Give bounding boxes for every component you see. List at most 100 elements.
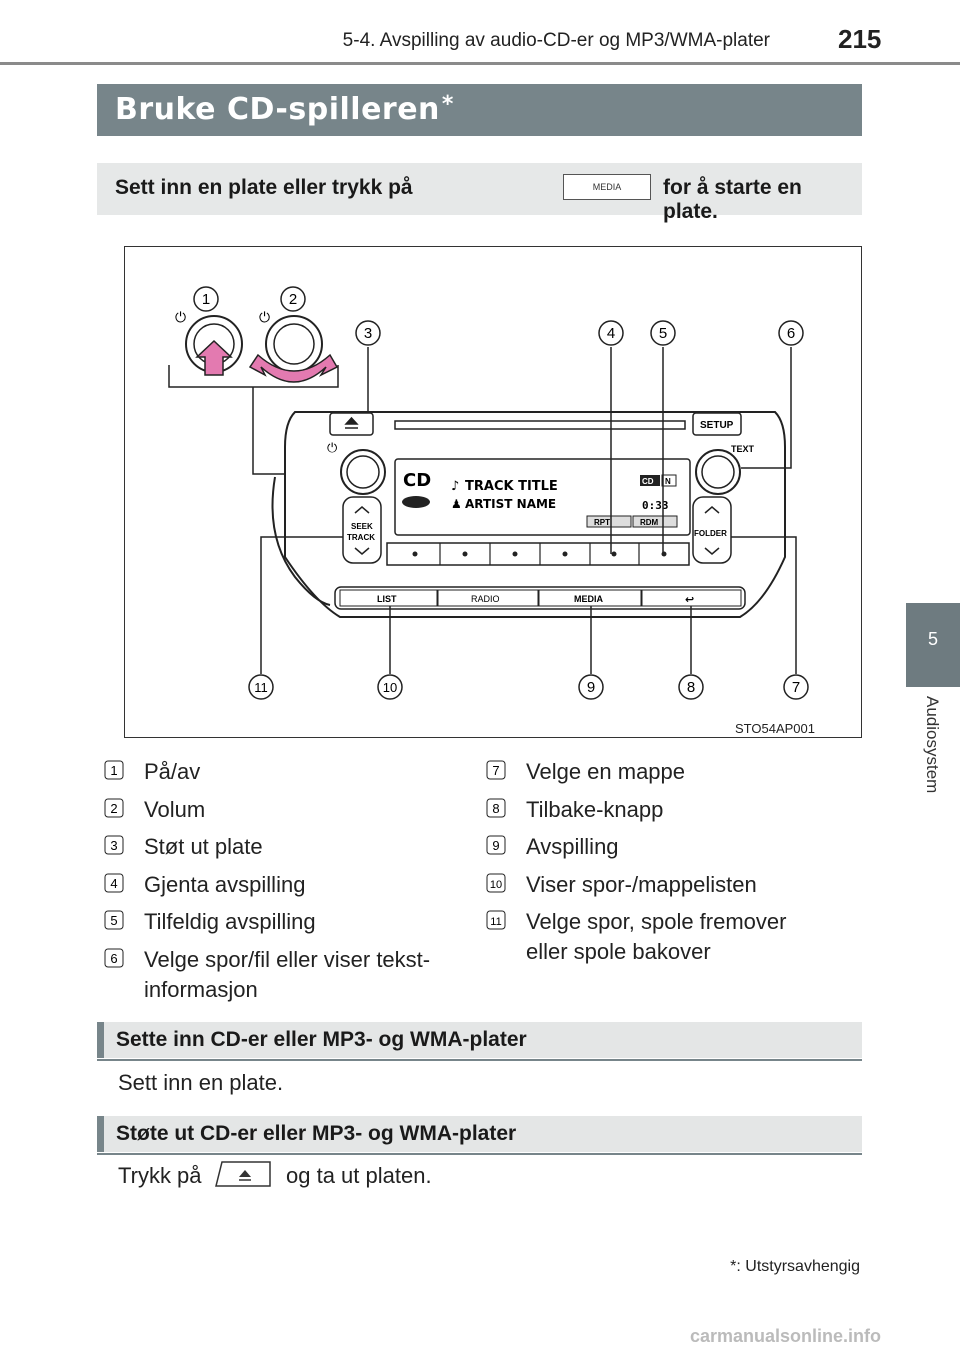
radio-button (437, 589, 539, 607)
display-rdm: RDM (640, 518, 659, 527)
legend-text: Tilfeldig avspilling (144, 909, 316, 934)
legend-text-line2: informasjon (144, 977, 258, 1002)
callout-1: 1 (202, 291, 210, 308)
legend-text: Tilbake-knapp (526, 797, 664, 822)
display-time: 0:33 (642, 499, 669, 512)
list-button (339, 589, 438, 607)
title-bar: Bruke CD-spilleren* (97, 84, 862, 136)
header-rule (0, 62, 960, 65)
section-body-insert: Sett inn en plate. (118, 1070, 284, 1095)
svg-text:⏻: ⏻ (327, 441, 337, 456)
svg-text:7: 7 (492, 763, 499, 778)
legend-number-10-icon: 10 (486, 873, 506, 893)
svg-text:6: 6 (110, 951, 117, 966)
callout-9: 9 (587, 679, 595, 696)
svg-text:4: 4 (110, 876, 117, 891)
instruction-text-after: for å starte en plate. (663, 176, 802, 223)
legend-number-11-icon: 11 (486, 910, 506, 930)
legend-text-line1: Velge spor/fil eller viser tekst- (144, 947, 431, 972)
seek-track-button (342, 496, 382, 564)
legend-number-2-icon: 2 (104, 798, 124, 818)
volume-knob-detail: ⏻ (248, 310, 339, 383)
callout-10: 10 (383, 680, 397, 695)
header-section-title: 5-4. Avspilling av audio-CD-er og MP3/WM… (342, 30, 770, 51)
display-rpt: RPT (594, 518, 610, 527)
svg-text:2: 2 (110, 801, 117, 816)
legend-text: Viser spor-/mappelisten (526, 872, 757, 897)
folder-label: FOLDER (694, 529, 727, 538)
svg-text:8: 8 (492, 801, 499, 816)
cd-slot (394, 420, 686, 430)
display-track-title: TRACK TITLE (465, 479, 558, 494)
svg-text:♪: ♪ (451, 479, 459, 494)
radio-illustration: ⏻ ⏻ SETUP ⏻ TEXT CD ♪ TRACK TITLE (168, 286, 809, 700)
page-number: 215 (838, 24, 882, 54)
svg-text:⏻: ⏻ (259, 310, 270, 326)
callout-11: 11 (254, 680, 268, 695)
callout-6: 6 (787, 325, 795, 342)
setup-button (692, 412, 742, 436)
legend-number-8-icon: 8 (486, 798, 506, 818)
callout-8: 8 (687, 679, 695, 696)
track-label: TRACK (347, 533, 375, 542)
legend-text: Volum (144, 797, 206, 822)
svg-text:1: 1 (110, 763, 117, 778)
media-label: MEDIA (574, 594, 604, 604)
legend-number-1-icon: 1 (104, 760, 124, 780)
svg-text:3: 3 (110, 838, 117, 853)
section-heading-text: Støte ut CD-er eller MP3- og WMA-plater (116, 1122, 517, 1145)
callout-5: 5 (659, 325, 667, 342)
legend-number-5-icon: 5 (104, 910, 124, 930)
chapter-tab-label: Audiosystem (902, 696, 960, 826)
back-arrow-icon: ↩ (685, 593, 694, 606)
legend-text: Velge en mappe (526, 759, 686, 784)
section-body-eject-after: og ta ut platen. (286, 1163, 432, 1188)
svg-text:5: 5 (110, 913, 117, 928)
legend-number-3-icon: 3 (104, 835, 124, 855)
equipment-dependent-mark: * (441, 92, 454, 117)
legend-number-4-icon: 4 (104, 873, 124, 893)
legend-number-6-icon: 6 (104, 948, 124, 968)
svg-text:9: 9 (492, 838, 499, 853)
legend-number-7-icon: 7 (486, 760, 506, 780)
section-heading-eject: Støte ut CD-er eller MP3- og WMA-plater (97, 1116, 862, 1155)
media-button (538, 589, 642, 607)
legend-number-9-icon: 9 (486, 835, 506, 855)
callout-3: 3 (364, 325, 372, 342)
radio-figure: ⏻ ⏻ SETUP ⏻ TEXT CD ♪ TRACK TITLE (124, 246, 862, 738)
section-heading-text: Sette inn CD-er eller MP3- og WMA-plater (116, 1028, 527, 1051)
svg-text:10: 10 (490, 879, 502, 891)
text-label: TEXT (731, 444, 755, 454)
legend-text: Gjenta avspilling (144, 872, 306, 897)
display-cd-label: CD (403, 470, 431, 491)
setup-label: SETUP (700, 420, 734, 431)
figure-code: STO54AP001 (735, 721, 815, 736)
legend-text-line2: eller spole bakover (526, 939, 711, 964)
chapter-tab-number: 5 (906, 603, 960, 687)
folder-button (692, 496, 732, 564)
legend-text: Avspilling (526, 834, 619, 859)
svg-text:11: 11 (490, 916, 501, 928)
display-artist-name: ARTIST NAME (465, 497, 556, 511)
svg-text:⏻: ⏻ (175, 310, 186, 326)
list-label: LIST (377, 594, 397, 604)
radio-label: RADIO (471, 594, 500, 604)
footer-watermark: carmanualsonline.info (690, 1326, 882, 1346)
power-knob-detail: ⏻ (175, 310, 243, 376)
display-cd-badge: CD (642, 477, 654, 486)
callout-2: 2 (289, 291, 297, 308)
page-title: Bruke CD-spilleren* (115, 92, 454, 127)
legend-text: Støt ut plate (144, 834, 263, 859)
eject-key-icon (215, 1161, 271, 1187)
seek-label: SEEK (351, 522, 373, 531)
section-heading-insert: Sette inn CD-er eller MP3- og WMA-plater (97, 1022, 862, 1061)
preset-buttons-row (386, 542, 690, 566)
legend-text: På/av (144, 759, 201, 784)
display-n-badge: N (665, 477, 671, 486)
instruction-box: Sett inn en plate eller trykk på MEDIA f… (97, 163, 862, 223)
legend-text-line1: Velge spor, spole fremover (526, 909, 787, 934)
chapter-tab-label-text: Audiosystem (923, 696, 942, 794)
section-body-eject-before: Trykk på (118, 1163, 202, 1188)
media-key-icon: MEDIA (563, 174, 651, 200)
svg-text:♟: ♟ (451, 497, 462, 511)
